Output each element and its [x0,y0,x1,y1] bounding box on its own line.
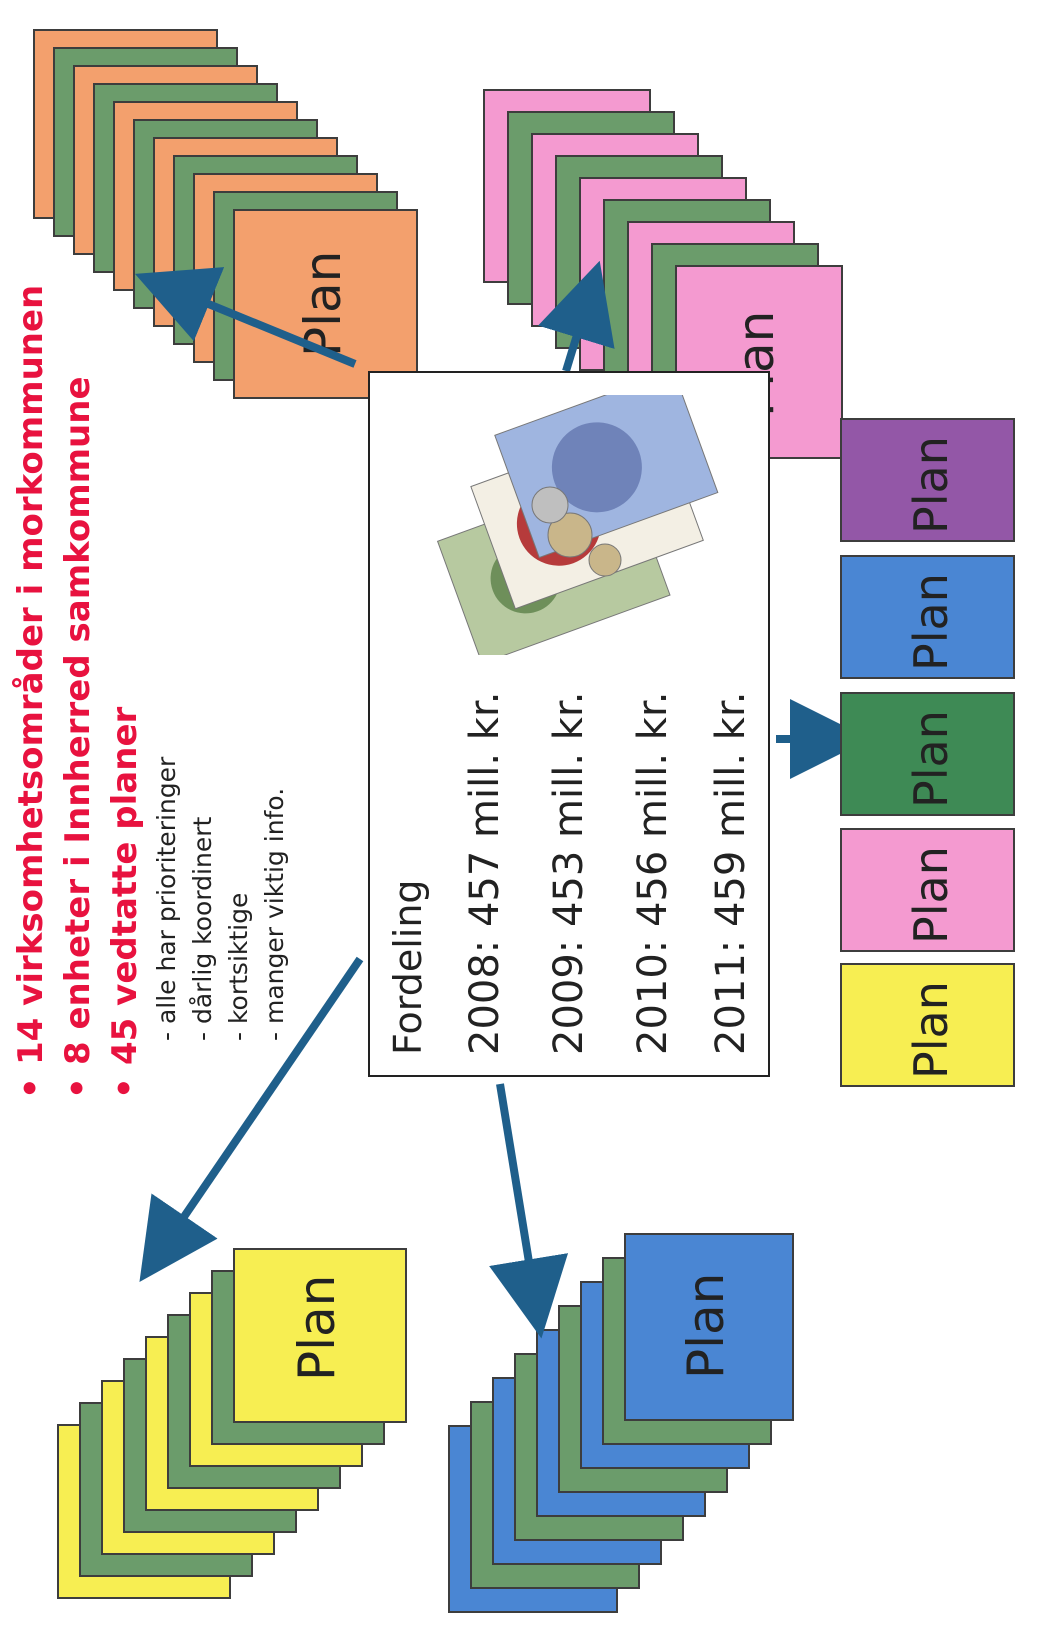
fordeling-line: 2011: 459 mill. kr. [708,691,754,1055]
arrow-to-pink-stack [538,260,615,373]
plan-label: Plan [904,710,958,808]
fordeling-box: Fordeling 2008: 457 mill. kr. 2009: 453 … [368,371,770,1077]
plan-row-card: Plan [840,828,1015,952]
bullet-item: •45 vedtatte planer [105,706,145,1099]
bullet-item: •14 virksomhetsområder i morkommunen [11,284,51,1099]
sub-point: - kortsiktige [224,892,253,1041]
sub-point: - manger viktig info. [260,787,289,1041]
plan-label: Plan [904,573,958,671]
plan-label: Plan [904,436,958,534]
arrow-to-yellow-stack [139,956,364,1283]
sub-point: - dårlig koordinert [188,816,217,1041]
plan-row-card: Plan [840,555,1015,679]
plan-row-card: Plan [840,418,1015,542]
plan-row-card: Plan [840,963,1015,1087]
plan-row-card: Plan [840,692,1015,816]
arrow-to-orange-stack [134,267,357,368]
arrow-to-blue-stack [489,1083,569,1339]
plan-label: Plan [904,846,958,944]
bullet-item: •8 enheter i Innherred samkommune [58,376,98,1099]
money-image [436,395,719,655]
fordeling-title: Fordeling [386,879,430,1055]
bullet-list: •14 virksomhetsområder i morkommunen •8 … [8,259,293,1099]
fordeling-line: 2010: 456 mill. kr. [630,691,676,1055]
plan-label: Plan [904,981,958,1079]
fordeling-line: 2009: 453 mill. kr. [546,691,592,1055]
fordeling-line: 2008: 457 mill. kr. [462,691,508,1055]
sub-point: - alle har prioriteringer [152,756,181,1041]
